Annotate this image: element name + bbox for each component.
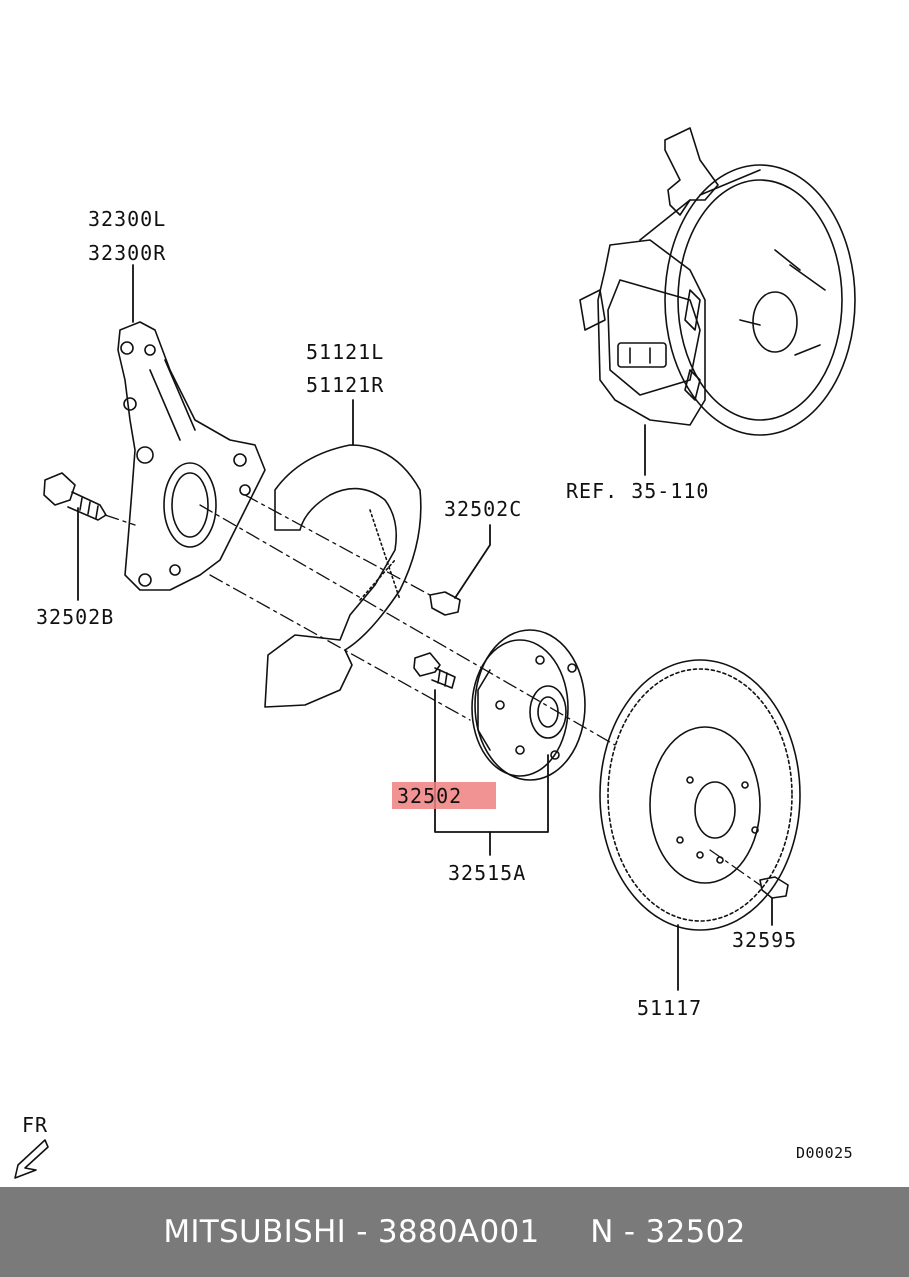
hub-assembly-drawing <box>471 629 586 781</box>
disc-screw-drawing <box>759 876 789 899</box>
brake-disc-drawing <box>599 659 801 931</box>
label-knuckle-left: 32300L <box>88 207 167 231</box>
highlight-part-marker <box>392 782 496 809</box>
footer-part-number: MITSUBISHI - 3880A001 N - 32502 <box>163 1214 746 1250</box>
hub-bolt-drawing <box>413 652 456 689</box>
parts-diagram: 32300L 32300R 51121L 51121R REF. 35-110 … <box>14 127 856 1179</box>
exploded-view-drawing <box>14 127 856 1179</box>
label-shield-left: 51121L <box>306 340 385 364</box>
label-bolt-32502b: 32502B <box>36 605 115 629</box>
label-hub-assembly: 32515A <box>448 861 527 885</box>
steering-knuckle-drawing <box>117 321 266 591</box>
caliper-assembly-drawing <box>579 127 856 436</box>
label-shield-right: 51121R <box>306 373 385 397</box>
leader-lines <box>77 264 773 991</box>
bolt-32502c-drawing <box>429 591 461 616</box>
center-lines <box>104 494 761 886</box>
label-knuckle-right: 32300R <box>88 241 167 265</box>
label-diagram-code: D00025 <box>796 1144 854 1162</box>
label-brake-disc: 51117 <box>637 996 703 1020</box>
label-caliper-ref: REF. 35-110 <box>566 479 710 503</box>
label-front-marker: FR <box>22 1113 49 1137</box>
label-disc-screw: 32595 <box>732 928 798 952</box>
label-bolt-32502c: 32502C <box>444 497 523 521</box>
part-info-footer: MITSUBISHI - 3880A001 N - 32502 <box>0 1187 909 1277</box>
front-direction-arrow <box>14 1139 49 1179</box>
bolt-32502b-drawing <box>43 472 107 521</box>
label-hub-bolt: 32502 <box>397 784 463 808</box>
dust-shield-drawing <box>264 444 422 708</box>
